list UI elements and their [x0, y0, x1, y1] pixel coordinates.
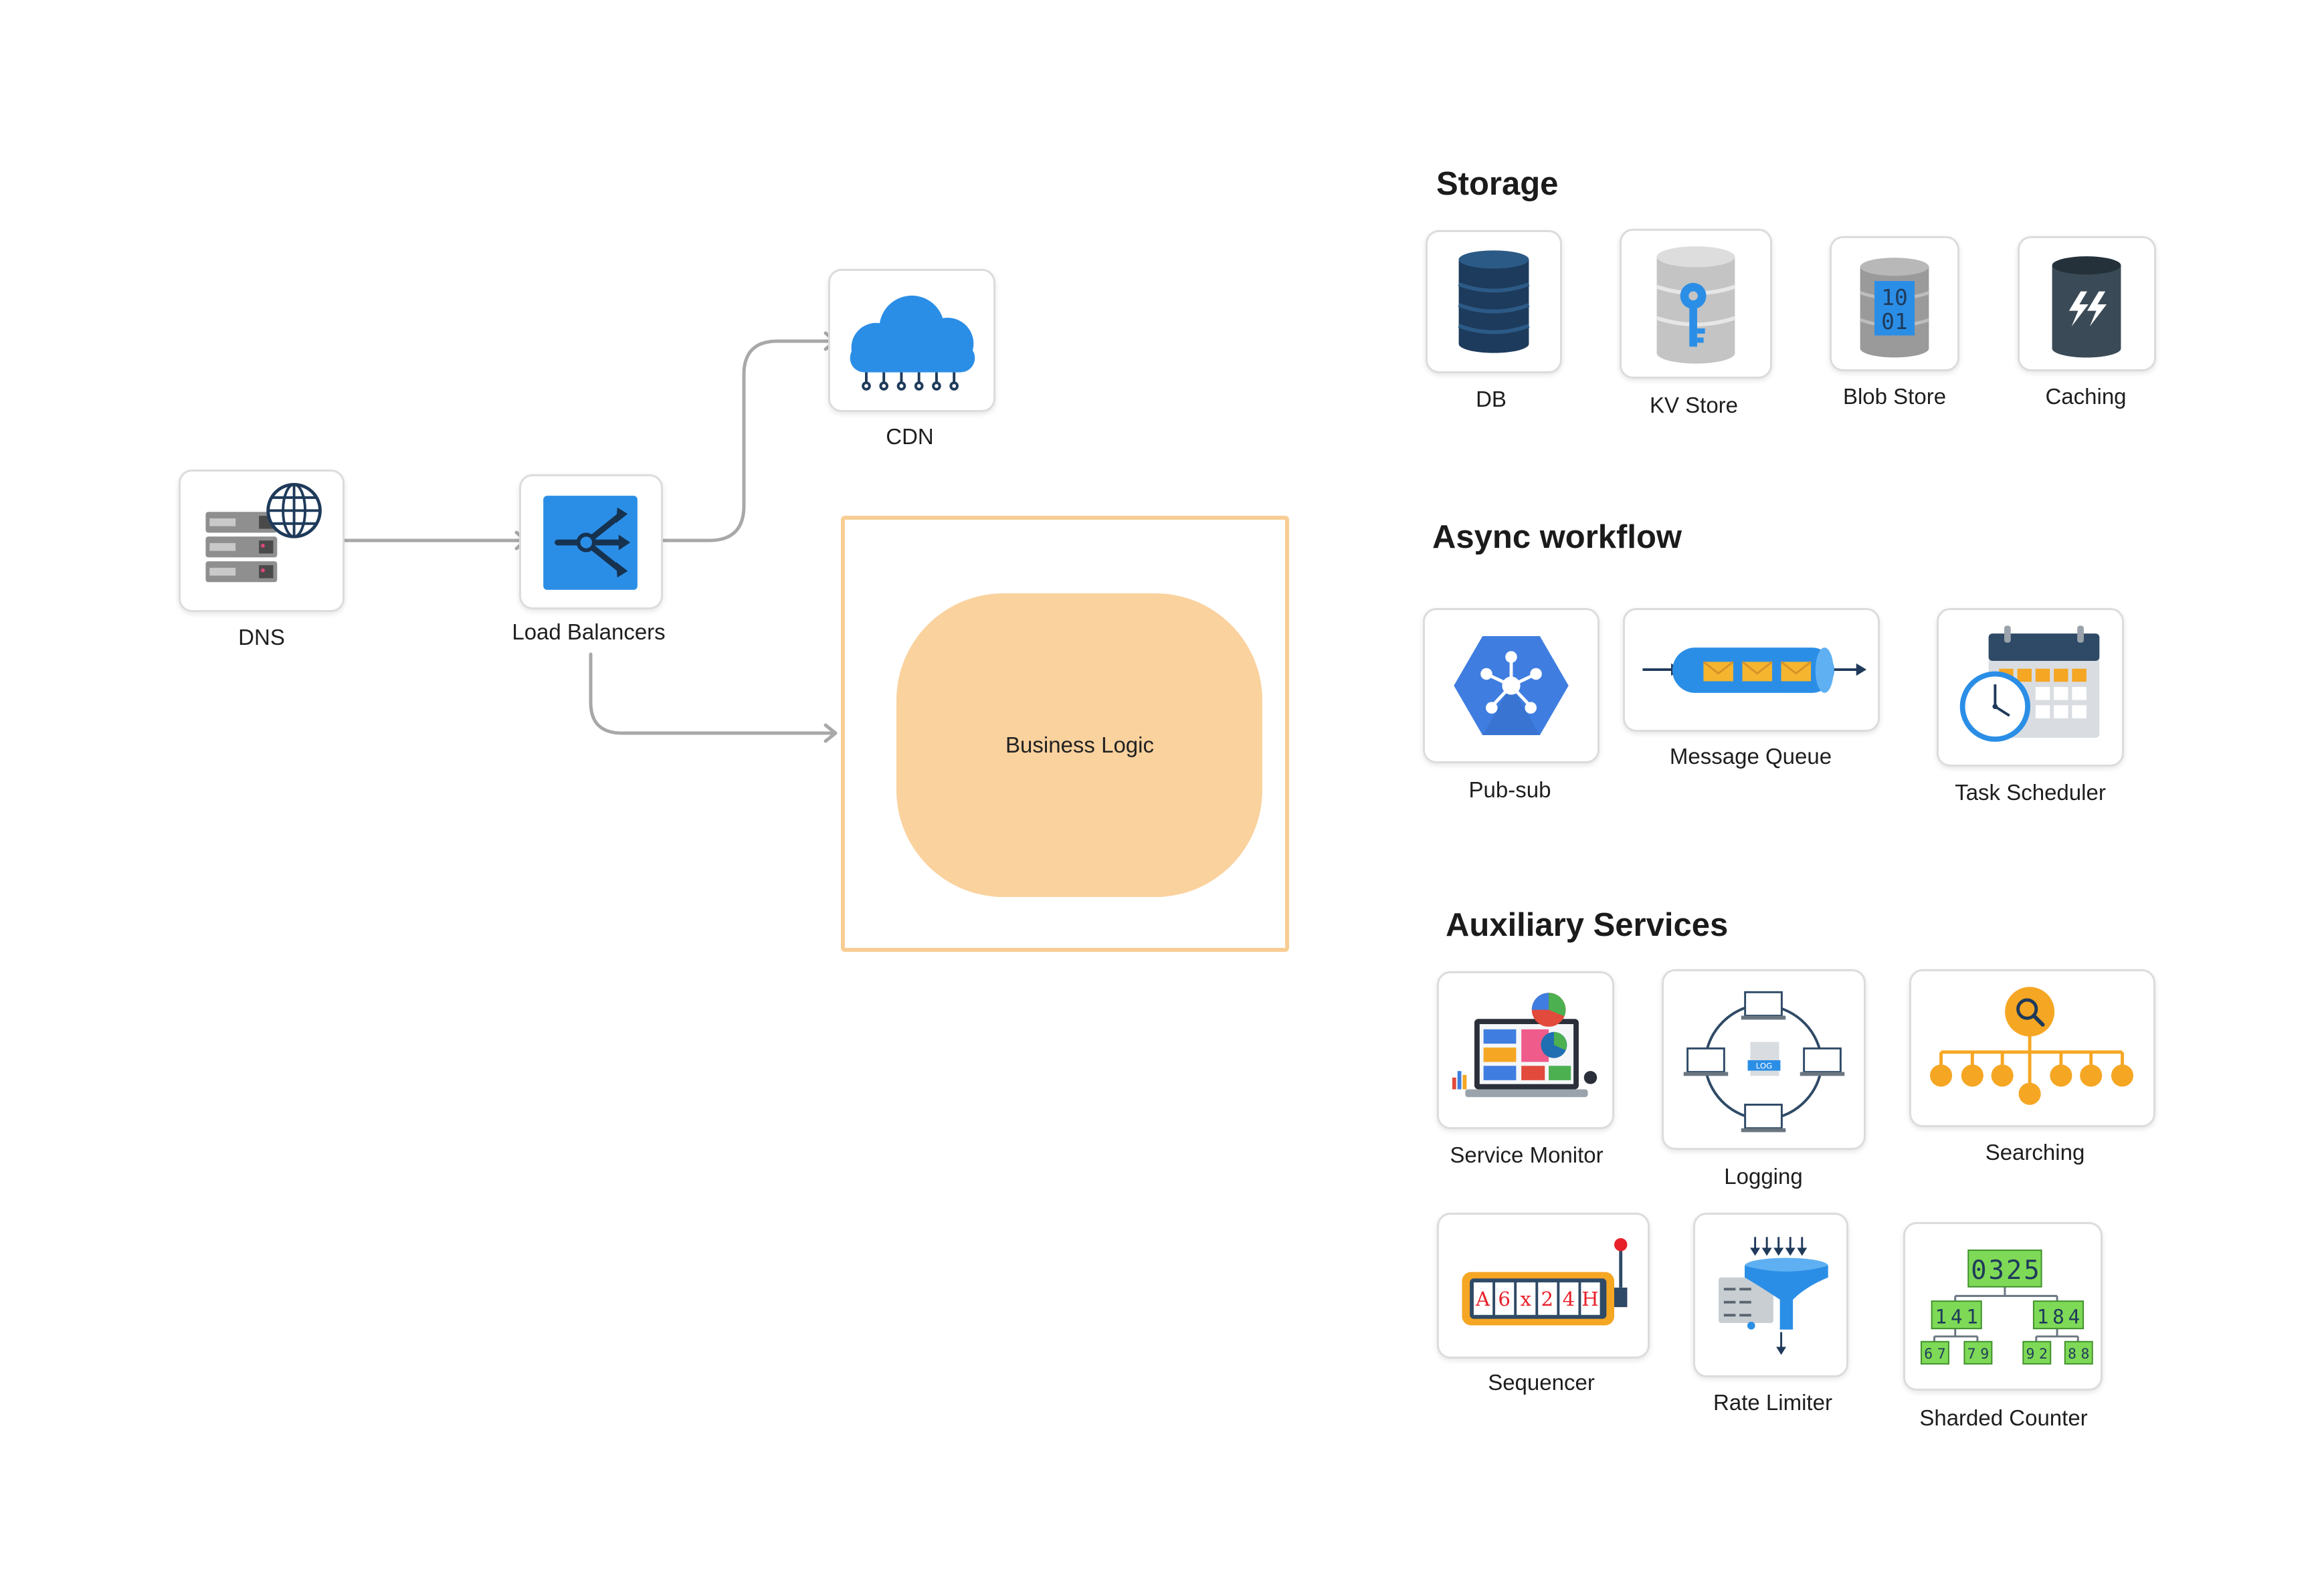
pubsub-card[interactable] — [1423, 608, 1600, 763]
counter-top-digit-4: 5 — [2024, 1256, 2040, 1286]
business-logic-block[interactable] — [896, 593, 1262, 897]
dns-label: DNS — [238, 625, 285, 650]
message-queue-icon — [1642, 648, 1867, 693]
kv-store-card[interactable] — [1620, 229, 1772, 379]
counter-top-digit-3: 2 — [2006, 1256, 2022, 1286]
load-balancer-node[interactable] — [519, 474, 663, 609]
load-balancer-icon — [543, 496, 638, 590]
counter-top-digit-2: 3 — [1988, 1256, 2004, 1286]
log-badge-text: LOG — [1756, 1062, 1772, 1071]
logging-icon: LOG — [1683, 991, 1845, 1132]
sequencer-char-3: x — [1521, 1288, 1532, 1310]
sequencer-char-4: 2 — [1541, 1288, 1554, 1310]
sharded-counter-icon: 0 3 2 5 1 4 1 1 8 4 6 7 7 9 9 2 8 8 — [1921, 1250, 2093, 1365]
auxiliary-services-heading: Auxiliary Services — [1446, 907, 1729, 943]
blob-bits-top: 10 — [1881, 284, 1908, 310]
monitor-dashboard-icon — [1452, 993, 1597, 1098]
caching-card[interactable] — [2018, 236, 2156, 371]
dns-server-globe-icon — [205, 483, 322, 583]
kv-store-label: KV Store — [1649, 393, 1739, 417]
search-tree-icon — [1929, 987, 2134, 1105]
sequencer-char-5: 4 — [1563, 1288, 1575, 1310]
searching-card[interactable] — [1909, 969, 2155, 1127]
task-scheduler-icon — [1959, 625, 2100, 742]
pubsub-label: Pub-sub — [1468, 777, 1551, 802]
lb-to-business-logic-arrow — [589, 652, 837, 735]
counter-top-digit-1: 0 — [1971, 1256, 1987, 1286]
service-monitor-card[interactable] — [1437, 971, 1614, 1129]
db-label: DB — [1476, 387, 1507, 411]
sequencer-char-1: A — [1475, 1288, 1490, 1310]
counter-bottom-digit-5: 9 — [2026, 1346, 2035, 1363]
counter-left-digit-1: 1 — [1935, 1305, 1947, 1328]
business-logic-frame — [841, 516, 1289, 952]
counter-right-digit-1: 1 — [2037, 1305, 2049, 1328]
counter-left-digit-3: 1 — [1966, 1305, 1978, 1328]
async-workflow-heading: Async workflow — [1432, 519, 1682, 555]
rate-limiter-label: Rate Limiter — [1713, 1390, 1832, 1415]
counter-bottom-digit-4: 9 — [1980, 1346, 1989, 1363]
counter-left-digit-2: 4 — [1951, 1305, 1963, 1328]
rate-limiter-card[interactable] — [1693, 1213, 1848, 1377]
pubsub-icon — [1454, 635, 1569, 736]
caching-label: Caching — [2045, 384, 2127, 409]
cdn-node[interactable] — [828, 269, 995, 412]
cdn-cloud-icon — [850, 295, 975, 391]
blob-bits-bottom: 01 — [1881, 308, 1908, 334]
task-scheduler-card[interactable] — [1937, 608, 2124, 767]
load-balancer-label: Load Balancers — [512, 619, 666, 644]
storage-heading: Storage — [1436, 166, 1559, 202]
sharded-counter-card[interactable]: 0 3 2 5 1 4 1 1 8 4 6 7 7 9 9 2 8 8 — [1903, 1222, 2103, 1391]
kv-store-icon — [1656, 246, 1736, 364]
business-logic-label: Business Logic — [1005, 732, 1154, 757]
logging-label: Logging — [1724, 1164, 1803, 1189]
sharded-counter-label: Sharded Counter — [1919, 1405, 2088, 1430]
dns-node[interactable] — [179, 470, 345, 612]
sequencer-char-6: H — [1581, 1288, 1598, 1310]
counter-bottom-digit-7: 8 — [2068, 1346, 2076, 1363]
blob-store-icon: 10 01 — [1859, 258, 1930, 358]
blob-store-card[interactable]: 10 01 — [1830, 236, 1959, 371]
funnel-icon — [1719, 1237, 1828, 1355]
sequencer-label: Sequencer — [1488, 1370, 1595, 1395]
cache-icon — [2052, 256, 2121, 358]
counter-bottom-digit-6: 2 — [2039, 1346, 2048, 1363]
counter-bottom-digit-2: 7 — [1937, 1346, 1946, 1363]
blob-store-label: Blob Store — [1842, 384, 1947, 409]
db-card[interactable] — [1426, 230, 1562, 373]
counter-right-digit-3: 4 — [2068, 1305, 2080, 1328]
cdn-label: CDN — [886, 424, 934, 449]
task-scheduler-label: Task Scheduler — [1955, 780, 2106, 805]
sequencer-icon: A 6 x 2 4 H — [1462, 1238, 1628, 1326]
database-icon — [1458, 250, 1530, 353]
sequencer-card[interactable]: A 6 x 2 4 H — [1437, 1213, 1650, 1359]
service-monitor-label: Service Monitor — [1450, 1142, 1604, 1167]
lb-to-cdn-arrow — [655, 339, 837, 542]
counter-bottom-digit-8: 8 — [2081, 1346, 2090, 1363]
counter-bottom-digit-1: 6 — [1924, 1346, 1933, 1363]
counter-bottom-digit-3: 7 — [1967, 1346, 1976, 1363]
logging-card[interactable]: LOG — [1662, 969, 1866, 1150]
message-queue-label: Message Queue — [1669, 744, 1832, 769]
sequencer-char-2: 6 — [1498, 1288, 1511, 1310]
message-queue-card[interactable] — [1623, 608, 1880, 732]
counter-right-digit-2: 8 — [2052, 1305, 2064, 1328]
searching-label: Searching — [1985, 1140, 2085, 1165]
